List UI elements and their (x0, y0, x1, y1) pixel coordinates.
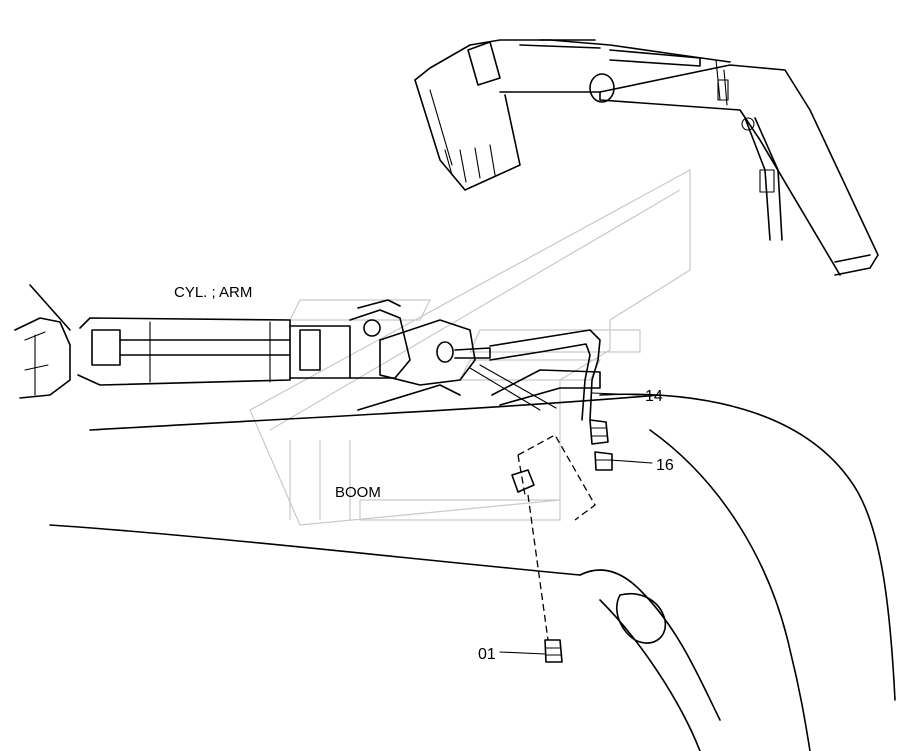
fitting-16-illustration (594, 451, 613, 471)
callout-01: 01 (478, 646, 496, 663)
arm-cylinder-illustration (14, 284, 601, 421)
label-boom: BOOM (335, 484, 381, 501)
label-arm-cylinder: CYL. ; ARM (174, 284, 252, 301)
callout-16: 16 (656, 457, 674, 474)
fitting-14-illustration (589, 419, 609, 445)
mounting-dashed-outline (517, 434, 596, 641)
fitting-01-illustration (544, 639, 563, 663)
boom-outline (49, 393, 896, 751)
callout-14: 14 (645, 388, 663, 405)
plug-illustration (511, 469, 535, 493)
leader-lines (499, 392, 653, 655)
watermark-logo (249, 168, 691, 526)
excavator-overview-illustration (414, 39, 879, 276)
